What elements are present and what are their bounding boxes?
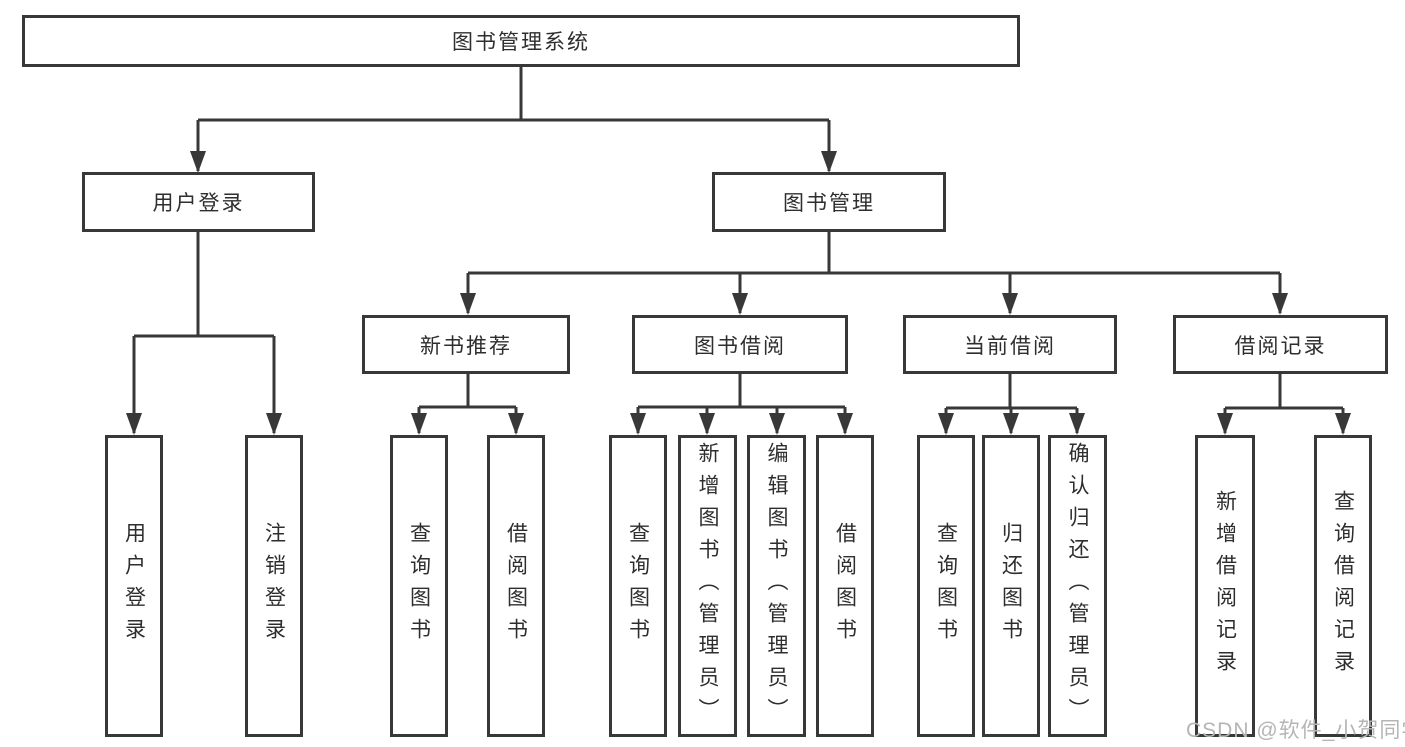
leaf-add-borrow-record: 新增借阅记录 xyxy=(1195,435,1255,737)
leaf-query-borrow-record: 查询借阅记录 xyxy=(1314,435,1372,737)
leaf-label: 新增借阅记录 xyxy=(1213,490,1237,682)
leaf-logout: 注销登录 xyxy=(245,435,303,737)
leaf-label: 查询图书 xyxy=(626,522,650,650)
leaf-label: 确认归还（管理员） xyxy=(1066,442,1089,730)
node-library-system: 图书管理系统 xyxy=(22,15,1020,67)
leaf-label: 查询借阅记录 xyxy=(1331,490,1355,682)
leaf-label: 借阅图书 xyxy=(504,522,528,650)
node-user-login: 用户登录 xyxy=(82,172,315,232)
leaf-label: 归还图书 xyxy=(999,522,1023,650)
leaf-borrow-books-borrowing: 借阅图书 xyxy=(816,435,874,737)
leaf-label: 注销登录 xyxy=(262,522,286,650)
leaf-label: 用户登录 xyxy=(122,522,146,650)
leaf-label: 编辑图书（管理员） xyxy=(765,442,788,730)
watermark: CSDN @软件_小贺同学 xyxy=(1186,719,1405,742)
leaf-label: 查询图书 xyxy=(934,522,958,650)
leaf-borrow-books-recommend: 借阅图书 xyxy=(487,435,545,737)
leaf-return-books: 归还图书 xyxy=(982,435,1040,737)
leaf-query-books-borrowing: 查询图书 xyxy=(609,435,667,737)
leaf-confirm-return-admin: 确认归还（管理员） xyxy=(1048,435,1107,737)
leaf-label: 查询图书 xyxy=(407,522,431,650)
node-book-management: 图书管理 xyxy=(712,172,946,232)
node-book-borrowing: 图书借阅 xyxy=(632,315,848,374)
leaf-label: 新增图书（管理员） xyxy=(696,442,719,730)
leaf-label: 借阅图书 xyxy=(833,522,857,650)
leaf-query-books-current: 查询图书 xyxy=(917,435,975,737)
leaf-edit-books-admin: 编辑图书（管理员） xyxy=(747,435,806,737)
node-new-book-recommend: 新书推荐 xyxy=(362,315,570,374)
leaf-add-books-admin: 新增图书（管理员） xyxy=(678,435,737,737)
leaf-user-login: 用户登录 xyxy=(105,435,163,737)
node-current-borrowing: 当前借阅 xyxy=(903,315,1117,374)
leaf-query-books-recommend: 查询图书 xyxy=(390,435,448,737)
node-borrowing-records: 借阅记录 xyxy=(1173,315,1388,374)
